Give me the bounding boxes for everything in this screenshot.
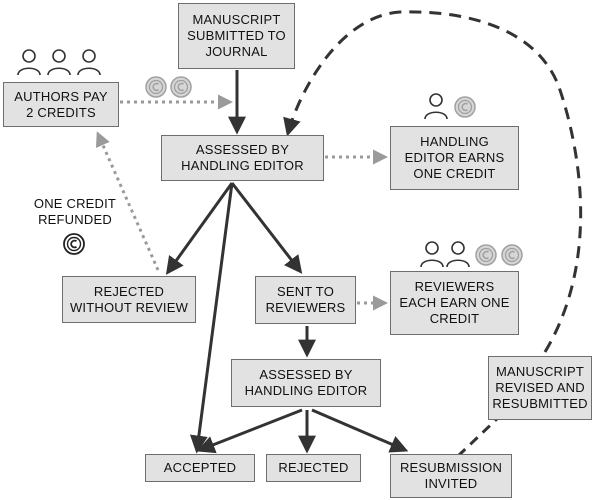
node-accepted: ACCEPTED (145, 454, 255, 482)
node-rejected: REJECTED (266, 454, 361, 482)
authors-credit-icons (145, 76, 192, 98)
credit-coin-icon (145, 76, 167, 98)
person-icon (77, 49, 101, 76)
credit-coin-icon (501, 244, 523, 266)
node-authors-pay: AUTHORS PAY 2 CREDITS (3, 82, 119, 127)
arrow-assessed-2-to-accepted (196, 408, 303, 454)
person-icon (446, 241, 470, 268)
credit-coin-icon (170, 76, 192, 98)
node-revised: MANUSCRIPT REVISED AND RESUBMITTED (488, 356, 592, 420)
node-reviewers-earn: REVIEWERS EACH EARN ONE CREDIT (390, 271, 519, 335)
node-resubmission: RESUBMISSION INVITED (390, 454, 512, 498)
refund-credit-icon (63, 233, 85, 255)
arrow-assessed-to-sent-to-reviewers (230, 182, 303, 274)
arrow-assessed-to-rejected-without-review (165, 182, 234, 275)
person-icon (47, 49, 71, 76)
credit-coin-icon (454, 96, 476, 118)
editor-icons (424, 93, 476, 120)
node-submitted: MANUSCRIPT SUBMITTED TO JOURNAL (178, 3, 295, 69)
node-assessed-1: ASSESSED BY HANDLING EDITOR (161, 135, 324, 181)
node-assessed-2: ASSESSED BY HANDLING EDITOR (231, 359, 381, 407)
authors-person-icons (17, 49, 101, 76)
person-icon (420, 241, 444, 268)
refund-label: ONE CREDIT REFUNDED (33, 196, 117, 227)
credit-coin-icon (63, 233, 85, 255)
arrow-assessed-2-to-resubmission (311, 408, 409, 453)
credit-coin-icon (475, 244, 497, 266)
node-sent-to-reviewers: SENT TO REVIEWERS (255, 276, 356, 324)
reviewers-icons (420, 241, 523, 268)
dashed-arrow-resubmission-to-revised (456, 414, 502, 458)
node-editor-earns: HANDLING EDITOR EARNS ONE CREDIT (390, 126, 519, 190)
person-icon (17, 49, 41, 76)
arrow-assessed-to-accepted (189, 182, 234, 454)
dashed-arrow-revised-to-assessed (283, 10, 583, 353)
person-icon (424, 93, 448, 120)
node-rejected-without-review: REJECTED WITHOUT REVIEW (62, 276, 196, 323)
